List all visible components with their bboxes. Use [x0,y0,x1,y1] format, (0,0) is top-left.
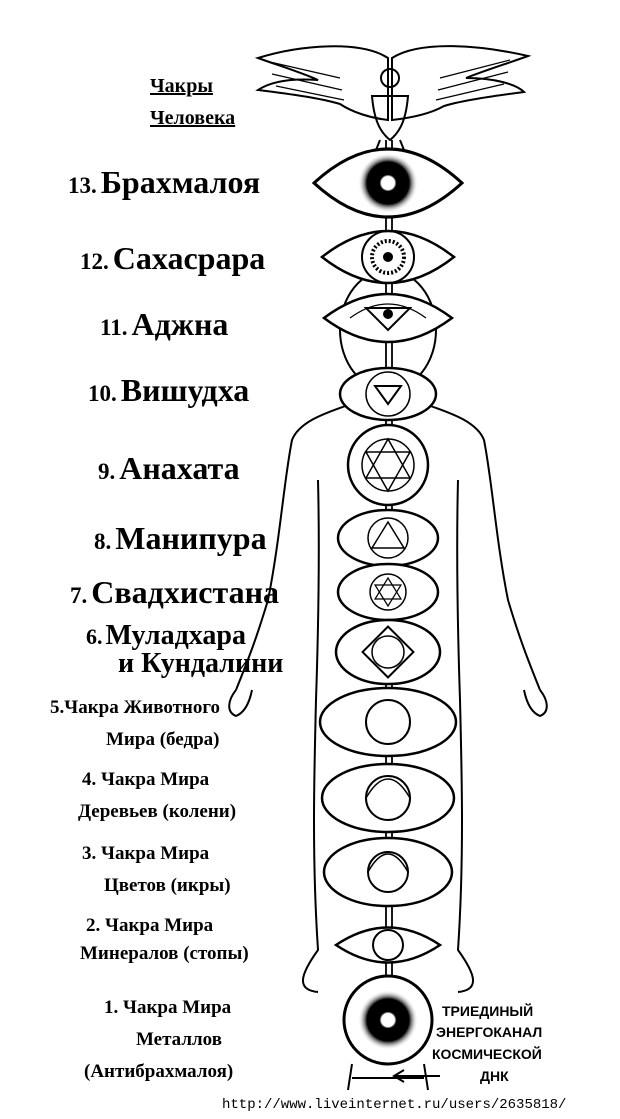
channel-label-line1: ТРИЕДИНЫЙ [442,1003,534,1019]
chakra-label-4: 4. Чакра Мира [82,769,210,790]
chakra-label-1: 1. Чакра Мира [104,997,232,1018]
chakra-1-metal-world-icon [342,974,434,1091]
chakra-9-anahata-icon [346,423,430,507]
chakra-label-5: 5.Чакра Животного [50,697,221,718]
channel-label-line4: ДНК [480,1068,509,1084]
diagram-title-line1: Чакры [150,75,213,97]
chakra-label-12: 12.Сахасрара [80,240,266,276]
chakra-11-ajna-icon [321,292,455,344]
chakra-6-muladhara-icon [334,618,442,686]
chakra-3-flower-world-icon [322,836,454,908]
chakra-label-9: 9.Анахата [98,450,240,486]
chakra-12-sahasrara-icon [319,229,457,285]
chakra-label-4-line2: Деревьев (колени) [78,801,237,822]
chakra-label-1-line3: (Антибрахмалоя) [84,1061,234,1082]
chakra-label-11: 11.Аджна [100,306,229,342]
diagram-title-line2: Человека [150,107,236,129]
source-url: http://www.liveinternet.ru/users/2635818… [222,1097,567,1113]
chakra-10-vishuddha-icon [338,366,438,422]
chakra-8-manipura-icon [336,508,440,568]
chakra-label-5-line2: Мира (бедра) [106,729,220,750]
chakra-13-brahmaloya-icon [311,147,465,219]
channel-label-line2: ЭНЕРГОКАНАЛ [436,1024,543,1040]
chakra-label-7: 7.Свадхистана [70,574,280,610]
winged-crown-icon [254,45,532,151]
channel-pointer-arrow [392,1069,440,1083]
chakra-label-2: 2. Чакра Мира [86,915,214,936]
chakra-2-mineral-world-icon [333,926,443,964]
chakra-7-svadhisthana-icon [336,562,440,622]
chakra-label-6: 6.Муладхара [86,620,246,651]
human-body-outline [228,269,548,993]
chakra-4-tree-world-icon [320,762,456,834]
chakra-label-8: 8.Манипура [94,520,267,556]
chakra-label-3-line2: Цветов (икры) [104,875,231,896]
chakra-label-2-line2: Минералов (стопы) [80,943,249,964]
channel-label-line3: КОСМИЧЕСКОЙ [432,1046,542,1062]
chakra-label-6-line2: и Кундалини [118,648,284,679]
chakra-label-3: 3. Чакра Мира [82,843,210,864]
chakra-5-animal-world-icon [318,686,458,758]
chakra-label-1-line2: Металлов [136,1029,222,1050]
chakra-label-13: 13.Брахмалоя [68,164,261,200]
chakra-label-10: 10.Вишудха [88,372,250,408]
